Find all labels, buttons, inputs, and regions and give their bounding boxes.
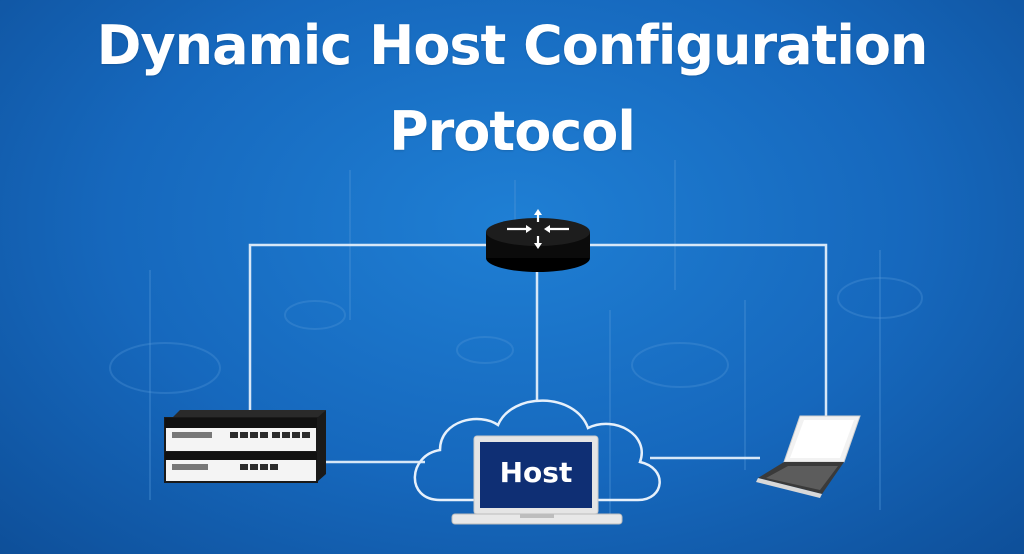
host-laptop-icon [451, 435, 623, 525]
router-icon [486, 209, 590, 272]
diagram-title-line-2: Protocol [389, 100, 636, 163]
router-to-switch-link [248, 243, 488, 418]
diagram-title-line-1: Dynamic Host Configuration [96, 14, 929, 77]
network-switch-icon [164, 410, 326, 483]
cloud-icon [413, 399, 661, 502]
connection-links [248, 243, 828, 464]
client-laptop-icon [756, 415, 861, 498]
background-decoration [109, 160, 923, 520]
host-label: Host [499, 456, 573, 489]
router-to-client-link [588, 243, 828, 418]
